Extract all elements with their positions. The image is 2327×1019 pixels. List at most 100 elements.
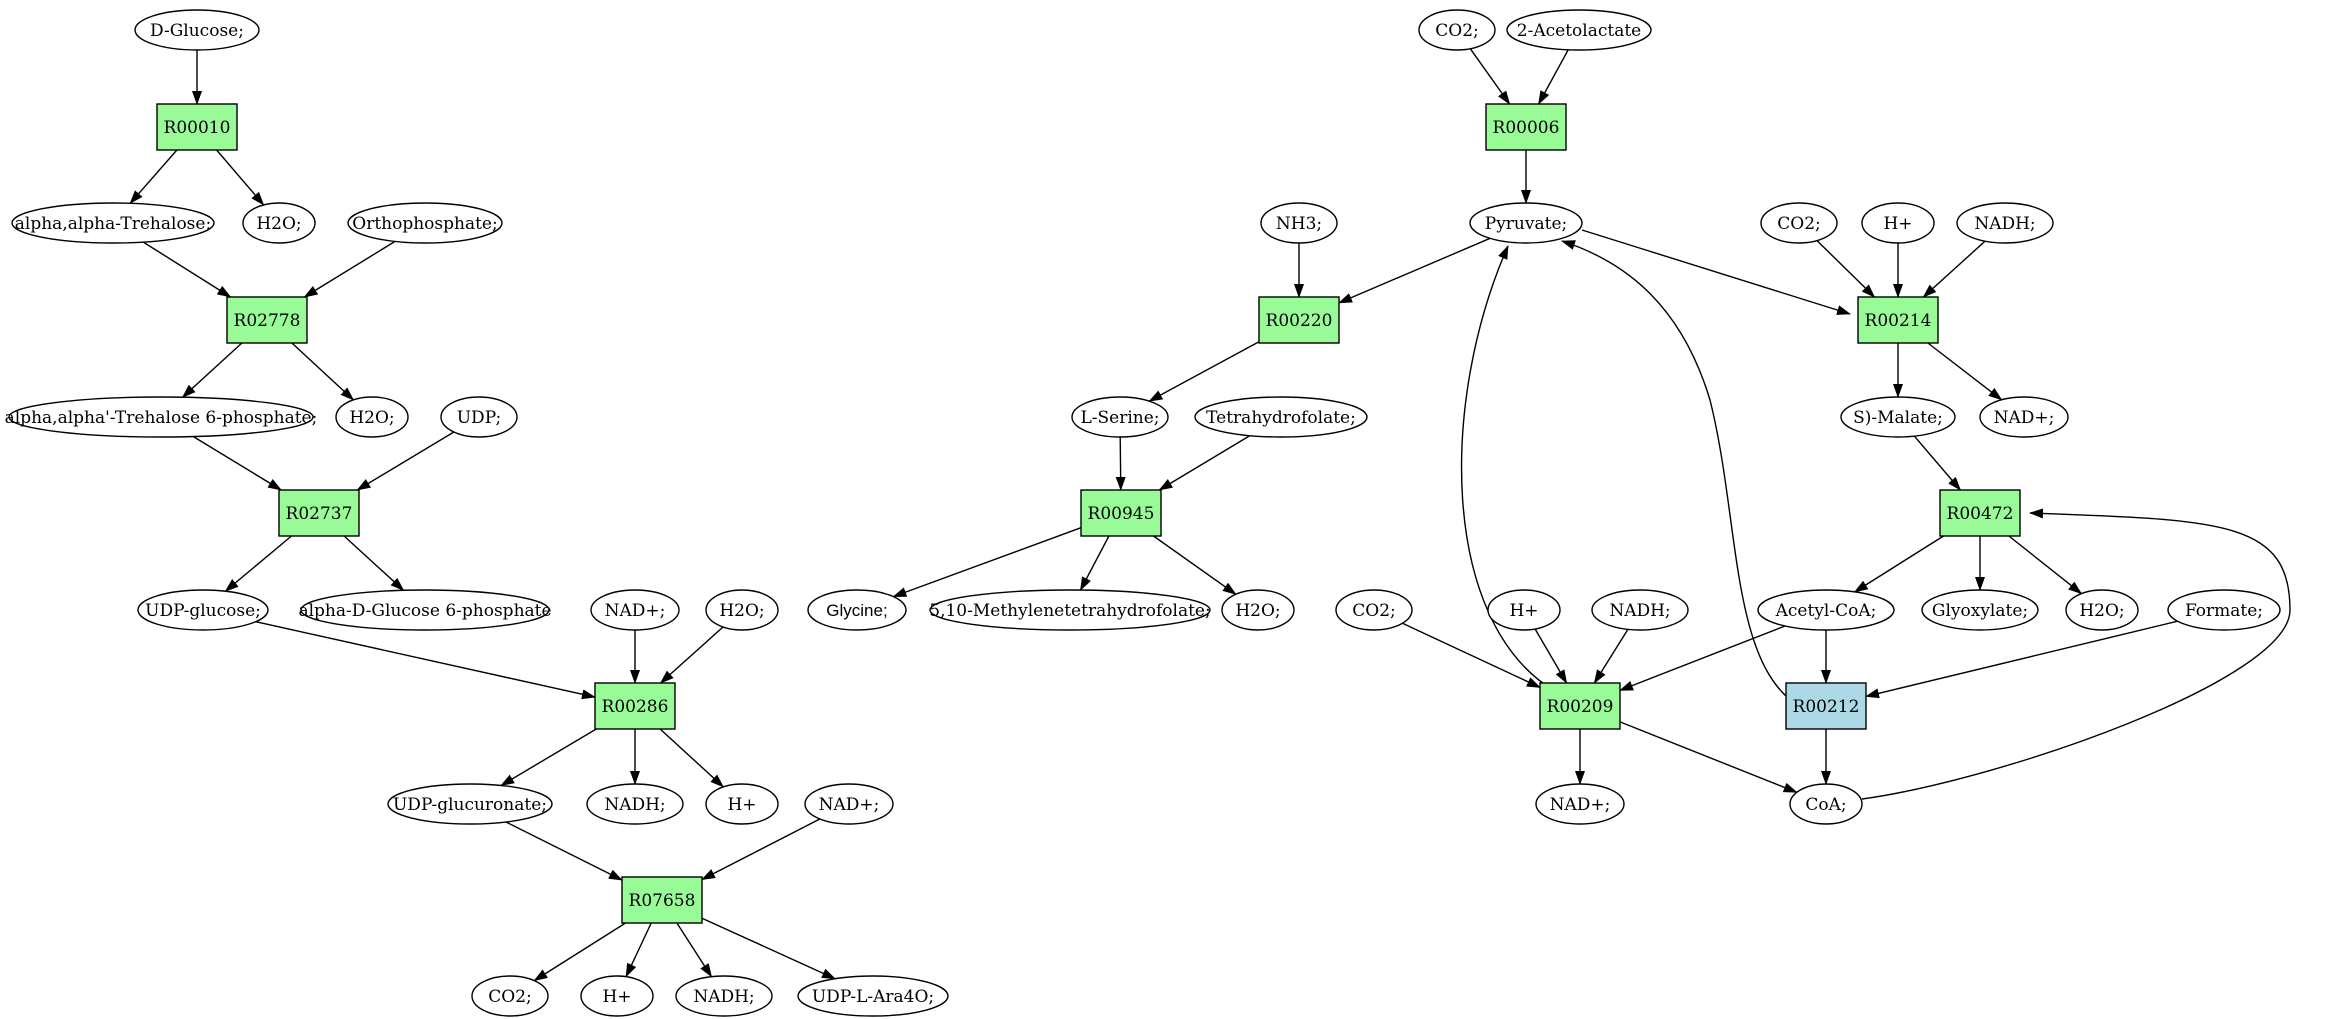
node-label: Acetyl-CoA; xyxy=(1775,601,1877,621)
metabolite-ellipse xyxy=(1221,589,1295,631)
metabolite-node-malate: S)-Malate; xyxy=(1840,396,1956,438)
node-label: H2O; xyxy=(256,214,301,234)
metabolite-ellipse xyxy=(705,589,779,631)
metabolite-node-nadh_c: NADH; xyxy=(1956,202,2054,244)
metabolite-ellipse xyxy=(1071,396,1169,438)
metabolite-ellipse xyxy=(590,589,680,631)
metabolite-node-nadh_b: NADH; xyxy=(675,975,773,1017)
metabolite-node-udp: UDP; xyxy=(440,396,518,438)
node-label: NAD+; xyxy=(605,601,666,621)
node-label: NH3; xyxy=(1276,214,1322,234)
edge-r00209-to-coa xyxy=(1619,721,1798,793)
metabolite-node-h2o_d: H2O; xyxy=(1221,589,1295,631)
reaction-node-r00472: R00472 xyxy=(1939,489,2021,537)
metabolite-ellipse xyxy=(2167,589,2281,631)
edge-nadh_d-to-r00209 xyxy=(1593,629,1629,684)
node-label: H+ xyxy=(1509,601,1538,621)
metabolite-ellipse xyxy=(705,783,779,825)
node-label: CO2; xyxy=(488,987,532,1007)
nodes-layer: D-Glucose;R00010alpha,alpha-Trehalose;H2… xyxy=(5,9,2281,1017)
edge-nadp_b-to-r07658 xyxy=(701,818,821,881)
metabolite-ellipse xyxy=(807,589,907,631)
edge-r02737-to-udpglucose xyxy=(224,535,292,592)
metabolite-ellipse xyxy=(1760,202,1838,244)
metabolite-node-serine: L-Serine; xyxy=(1071,396,1169,438)
edge-serine-to-r00945 xyxy=(1115,436,1126,491)
metabolite-node-glucose: D-Glucose; xyxy=(134,9,260,51)
node-label: H+ xyxy=(727,795,756,815)
metabolite-ellipse xyxy=(387,783,553,825)
edge-acetolactate-to-r00006 xyxy=(1537,49,1569,105)
metabolite-node-udpglucuronate: UDP-glucuronate; xyxy=(387,783,553,825)
metabolite-ellipse xyxy=(797,975,949,1017)
edge-udpglucose-to-r00286 xyxy=(255,621,596,700)
node-label: R00472 xyxy=(1947,504,2014,524)
node-label: Formate; xyxy=(2185,601,2263,621)
node-label: H2O; xyxy=(1235,601,1280,621)
reaction-box xyxy=(1258,296,1340,344)
node-label: H+ xyxy=(1883,214,1912,234)
node-label: R00212 xyxy=(1793,697,1860,717)
metabolite-node-nadh_d: NADH; xyxy=(1591,589,1689,631)
edge-r00010-to-h2o_a xyxy=(216,149,265,206)
reaction-box xyxy=(226,296,308,344)
node-label: alpha,alpha-Trehalose; xyxy=(15,214,211,234)
metabolite-node-methylene_thf: 5,10-Methylenetetrahydrofolate; xyxy=(929,589,1211,631)
edge-co2_b-to-r00006 xyxy=(1469,48,1511,105)
metabolite-ellipse xyxy=(1840,396,1956,438)
metabolite-ellipse xyxy=(8,396,314,438)
edge-pyruvate-to-r00214 xyxy=(1581,229,1851,315)
metabolite-node-hplus_c: H+ xyxy=(1861,202,1935,244)
node-label: NAD+; xyxy=(819,795,880,815)
edge-r00945-to-methylene_thf xyxy=(1079,535,1110,591)
metabolite-ellipse xyxy=(300,589,550,631)
metabolite-ellipse xyxy=(1535,783,1625,825)
node-label: R07658 xyxy=(629,891,696,911)
edge-malate-to-r00472 xyxy=(1913,435,1962,491)
metabolite-ellipse xyxy=(11,202,215,244)
reaction-box xyxy=(1939,489,2021,537)
edge-orthophosphate-to-r02778 xyxy=(303,240,396,298)
metabolite-node-h2o_c: H2O; xyxy=(705,589,779,631)
metabolite-node-udpara: UDP-L-Ara4O; xyxy=(797,975,949,1017)
reaction-node-r00209: R00209 xyxy=(1539,682,1621,730)
metabolite-node-co2_b: CO2; xyxy=(1418,9,1496,51)
node-label: CO2; xyxy=(1777,214,1821,234)
node-label: Pyruvate; xyxy=(1485,214,1567,234)
edge-r00945-to-h2o_d xyxy=(1153,535,1237,595)
node-label: UDP; xyxy=(457,408,502,428)
metabolite-node-hplus_d: H+ xyxy=(1487,589,1561,631)
metabolite-node-coa: CoA; xyxy=(1789,783,1863,825)
reaction-box xyxy=(1785,682,1867,730)
metabolite-ellipse xyxy=(580,975,654,1017)
metabolite-ellipse xyxy=(1260,202,1338,244)
node-label: NADH; xyxy=(604,795,665,815)
metabolite-ellipse xyxy=(471,975,549,1017)
metabolite-node-nadh_a: NADH; xyxy=(586,783,684,825)
edge-r00209-to-pyruvate xyxy=(1460,245,1554,691)
metabolite-node-glyoxylate: Glyoxylate; xyxy=(1921,589,2039,631)
metabolite-ellipse xyxy=(335,396,409,438)
edge-co2_c-to-r00214 xyxy=(1816,240,1876,298)
edge-r00945-to-glycine xyxy=(892,527,1082,598)
metabolite-node-glc6p: alpha-D-Glucose 6-phosphate xyxy=(298,589,552,631)
reaction-box xyxy=(621,876,703,924)
metabolite-ellipse xyxy=(242,202,316,244)
metabolite-ellipse xyxy=(1789,783,1863,825)
node-label: 5,10-Methylenetetrahydrofolate; xyxy=(929,601,1210,621)
metabolite-node-hplus_b: H+ xyxy=(580,975,654,1017)
metabolite-node-trehalose: alpha,alpha-Trehalose; xyxy=(11,202,215,244)
metabolite-node-h2o_a: H2O; xyxy=(242,202,316,244)
node-label: R00006 xyxy=(1493,118,1560,138)
edge-formate-to-r00212 xyxy=(1865,620,2178,699)
metabolite-node-udpglucose: UDP-glucose; xyxy=(137,589,269,631)
edge-r02778-to-h2o_b xyxy=(291,342,355,401)
edge-udpglucuronate-to-r07658 xyxy=(505,821,623,881)
metabolite-ellipse xyxy=(1506,9,1652,51)
metabolite-ellipse xyxy=(1418,9,1496,51)
metabolite-node-acetylcoa: Acetyl-CoA; xyxy=(1757,589,1895,631)
edge-r00220-to-serine xyxy=(1148,341,1260,402)
node-label: H+ xyxy=(602,987,631,1007)
metabolite-ellipse xyxy=(1921,589,2039,631)
edge-tre6p-to-r02737 xyxy=(192,435,282,491)
